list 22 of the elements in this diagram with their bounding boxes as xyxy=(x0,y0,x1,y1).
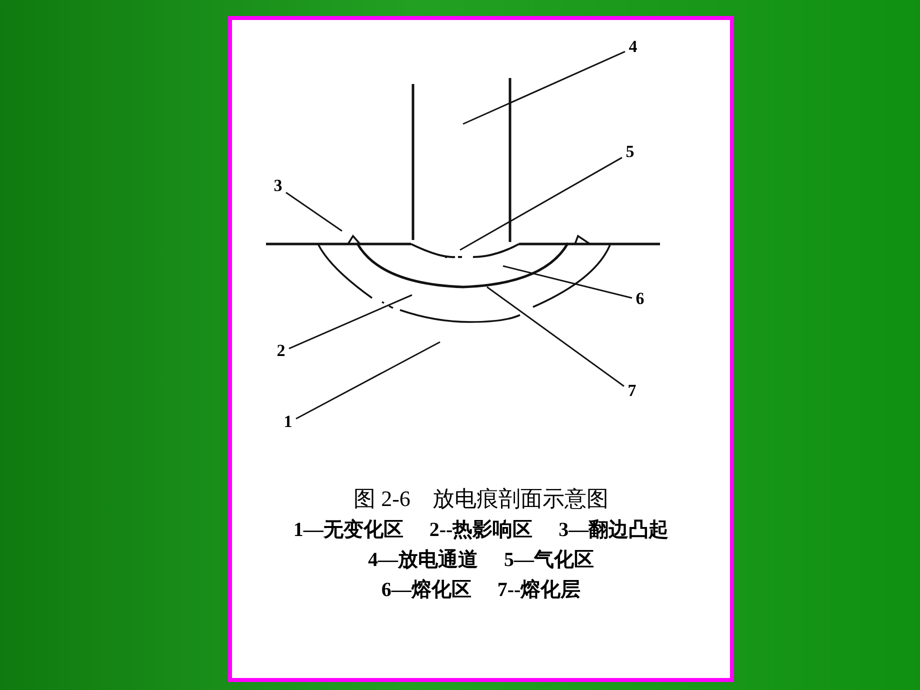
leader-line xyxy=(288,294,412,350)
legend-text: 1—无变化区 xyxy=(293,520,404,540)
leader-line xyxy=(462,50,626,125)
callout-number: 1 xyxy=(280,413,296,430)
legend-text: 4—放电通道 xyxy=(368,550,478,570)
legend-text: 2--热影响区 xyxy=(429,520,533,540)
callout-number: 4 xyxy=(625,38,641,55)
legend-text: 3—翻边凸起 xyxy=(558,520,669,540)
legend-text: 5—气化区 xyxy=(504,550,594,570)
leader-line xyxy=(286,192,342,232)
figure-caption: 图 2-6 放电痕剖面示意图 xyxy=(354,488,608,510)
leader-line xyxy=(486,286,624,387)
callout-number: 3 xyxy=(270,177,286,194)
leader-line xyxy=(502,265,632,299)
legend-text: 6—熔化区 xyxy=(381,580,472,600)
leader-line xyxy=(296,341,440,420)
callout-number: 7 xyxy=(624,382,640,399)
legend-text: 7--熔化层 xyxy=(497,580,581,600)
leader-line xyxy=(460,156,622,251)
callout-number: 6 xyxy=(632,290,648,307)
callout-number: 2 xyxy=(273,342,289,359)
callout-number: 5 xyxy=(622,143,638,160)
